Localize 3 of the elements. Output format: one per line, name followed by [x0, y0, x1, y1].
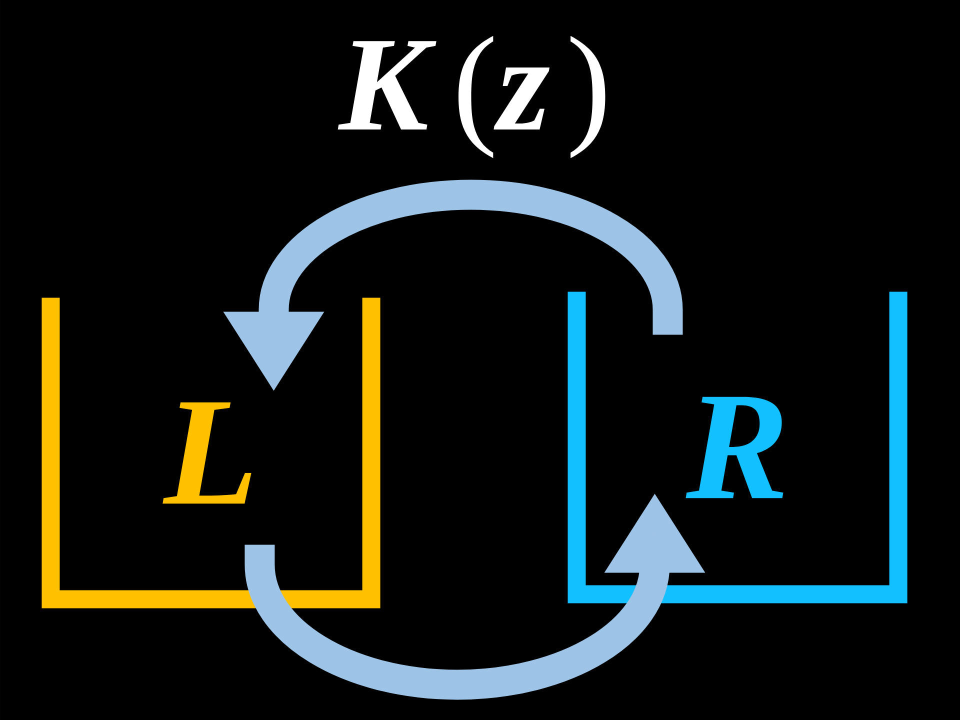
- title: K(z): [338, 36, 606, 158]
- bucket: L: [42, 298, 380, 608]
- bucket: R: [568, 292, 908, 604]
